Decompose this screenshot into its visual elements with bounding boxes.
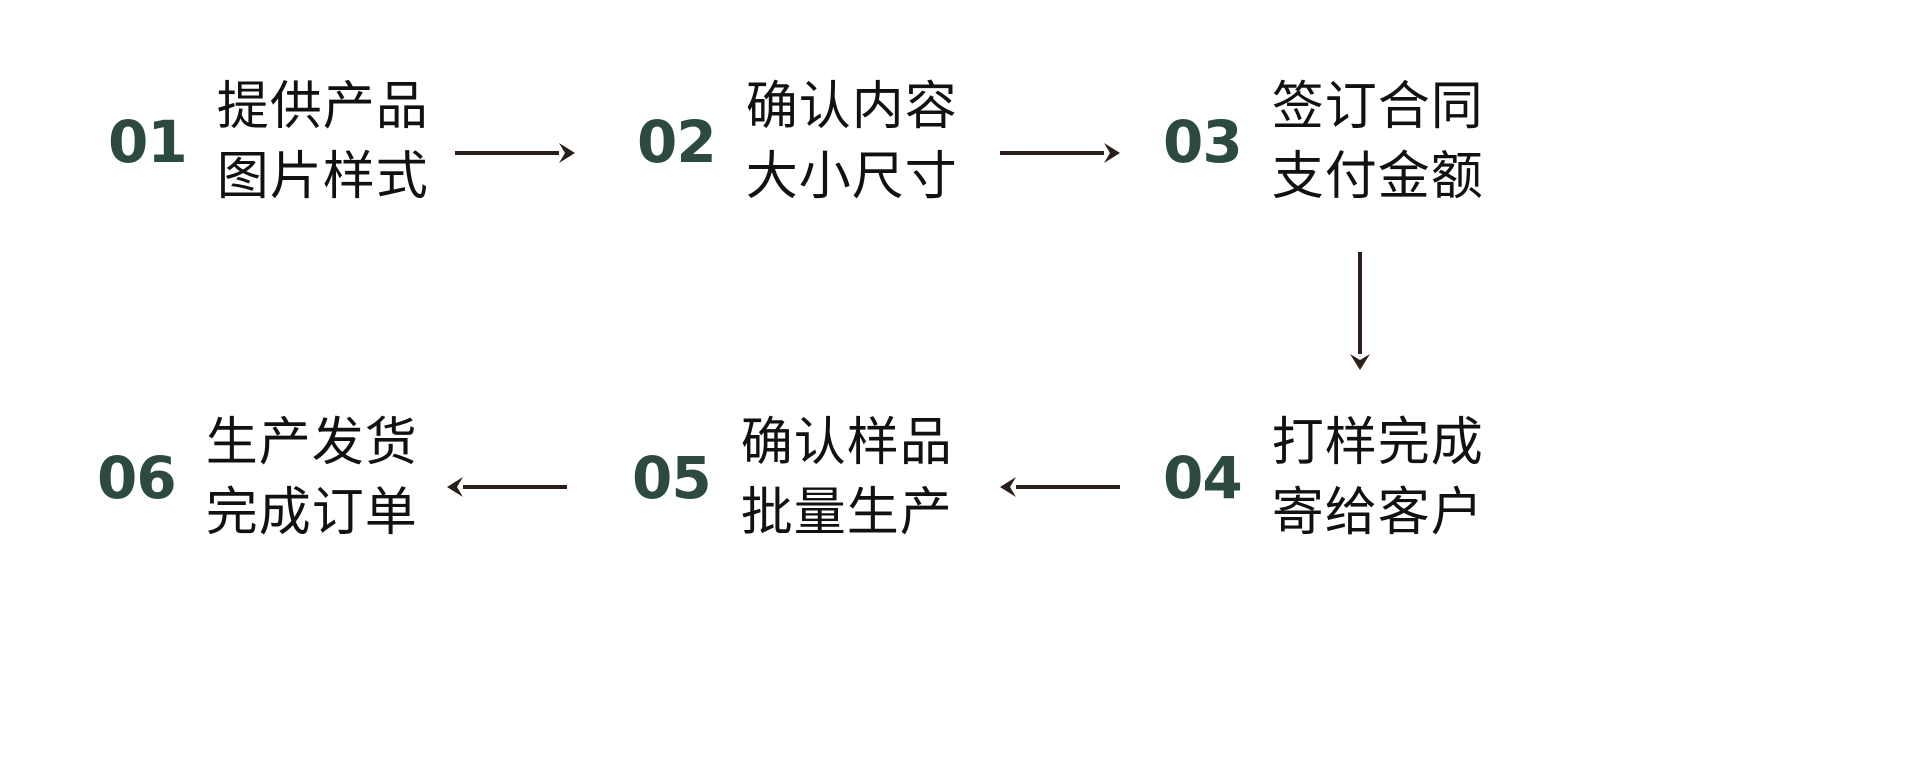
step-line-05-1: 确认样品 xyxy=(740,414,953,472)
step-block-01: 01 提供产品 图片样式 xyxy=(108,72,429,212)
step-line-06-2: 完成订单 xyxy=(205,484,418,543)
arrow-04-to-05 xyxy=(1000,472,1120,502)
step-block-05: 05 确认样品 批量生产 xyxy=(632,408,953,548)
step-line-02-1: 确认内容 xyxy=(745,78,958,136)
step-line-01-2: 图片样式 xyxy=(216,148,429,207)
step-block-06: 06 生产发货 完成订单 xyxy=(97,408,418,548)
arrow-01-to-02 xyxy=(455,138,575,168)
step-line-04-2: 寄给客户 xyxy=(1271,484,1484,543)
step-line-01-1: 提供产品 xyxy=(216,78,429,136)
step-number-01: 01 xyxy=(108,108,188,177)
step-line-06-1: 生产发货 xyxy=(205,414,418,472)
arrow-02-to-03 xyxy=(1000,138,1120,168)
step-text-06: 生产发货 完成订单 xyxy=(206,408,418,548)
step-line-02-2: 大小尺寸 xyxy=(745,148,958,207)
step-block-02: 02 确认内容 大小尺寸 xyxy=(637,72,958,212)
step-text-01: 提供产品 图片样式 xyxy=(217,72,429,212)
arrow-03-to-04 xyxy=(1345,252,1375,370)
step-number-02: 02 xyxy=(637,108,717,177)
step-number-05: 05 xyxy=(632,444,712,513)
step-text-02: 确认内容 大小尺寸 xyxy=(746,72,958,212)
step-block-03: 03 签订合同 支付金额 xyxy=(1163,72,1484,212)
arrow-05-to-06 xyxy=(447,472,567,502)
step-line-03-2: 支付金额 xyxy=(1271,148,1484,207)
step-number-06: 06 xyxy=(97,444,177,513)
step-line-05-2: 批量生产 xyxy=(740,484,953,543)
step-line-03-1: 签订合同 xyxy=(1271,78,1484,136)
step-number-04: 04 xyxy=(1163,444,1243,513)
step-line-04-1: 打样完成 xyxy=(1271,414,1484,472)
step-text-03: 签订合同 支付金额 xyxy=(1272,72,1484,212)
step-text-05: 确认样品 批量生产 xyxy=(741,408,953,548)
step-block-04: 04 打样完成 寄给客户 xyxy=(1163,408,1484,548)
step-number-03: 03 xyxy=(1163,108,1243,177)
step-text-04: 打样完成 寄给客户 xyxy=(1272,408,1484,548)
